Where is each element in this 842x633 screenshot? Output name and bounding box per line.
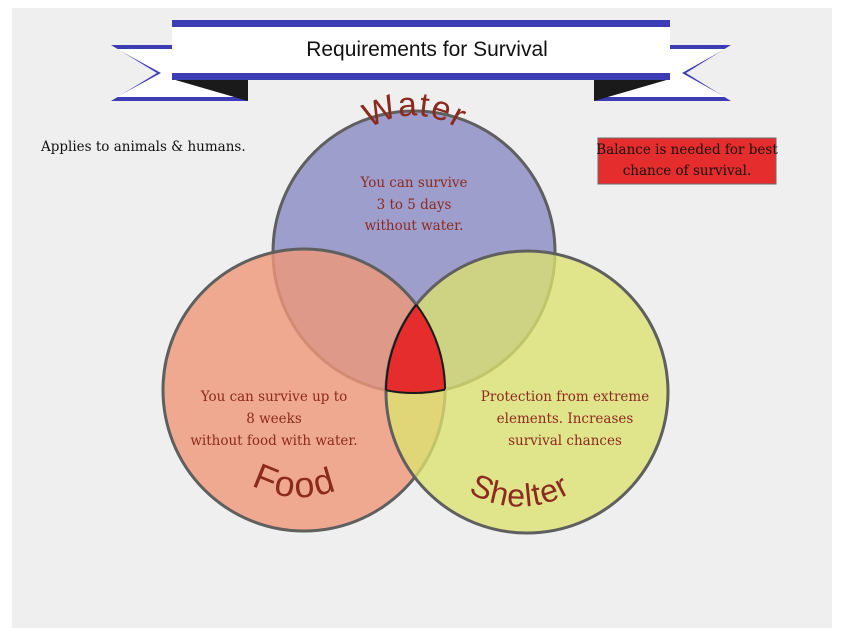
shelter-text-line-1: Protection from extreme [481,389,649,405]
balance-note-background [597,137,777,185]
title-banner: Requirements for Survival [111,20,731,101]
water-text-line-3: without water. [365,218,464,234]
food-text-line-3: without food with water. [190,433,357,449]
water-text-line-2: 3 to 5 days [377,197,452,213]
ribbon-right-fold [594,79,670,101]
balance-note-line-1: Balance is needed for best [596,142,778,158]
balance-note-line-2: chance of survival. [623,163,752,179]
note-left: Applies to animals & humans. [40,139,246,155]
water-text-line-1: You can survive [359,175,467,191]
ribbon-main-inner [172,27,670,73]
food-text-line-1: You can survive up to [200,389,348,405]
shelter-circle [384,249,670,535]
shelter-text-line-2: elements. Increases [497,411,634,427]
page-title: Requirements for Survival [306,38,548,61]
ribbon-left-fold [172,79,248,101]
food-text-line-2: 8 weeks [246,411,302,427]
balance-note-box: Balance is needed for best chance of sur… [596,137,778,185]
shelter-text-line-3: survival chances [508,433,622,449]
